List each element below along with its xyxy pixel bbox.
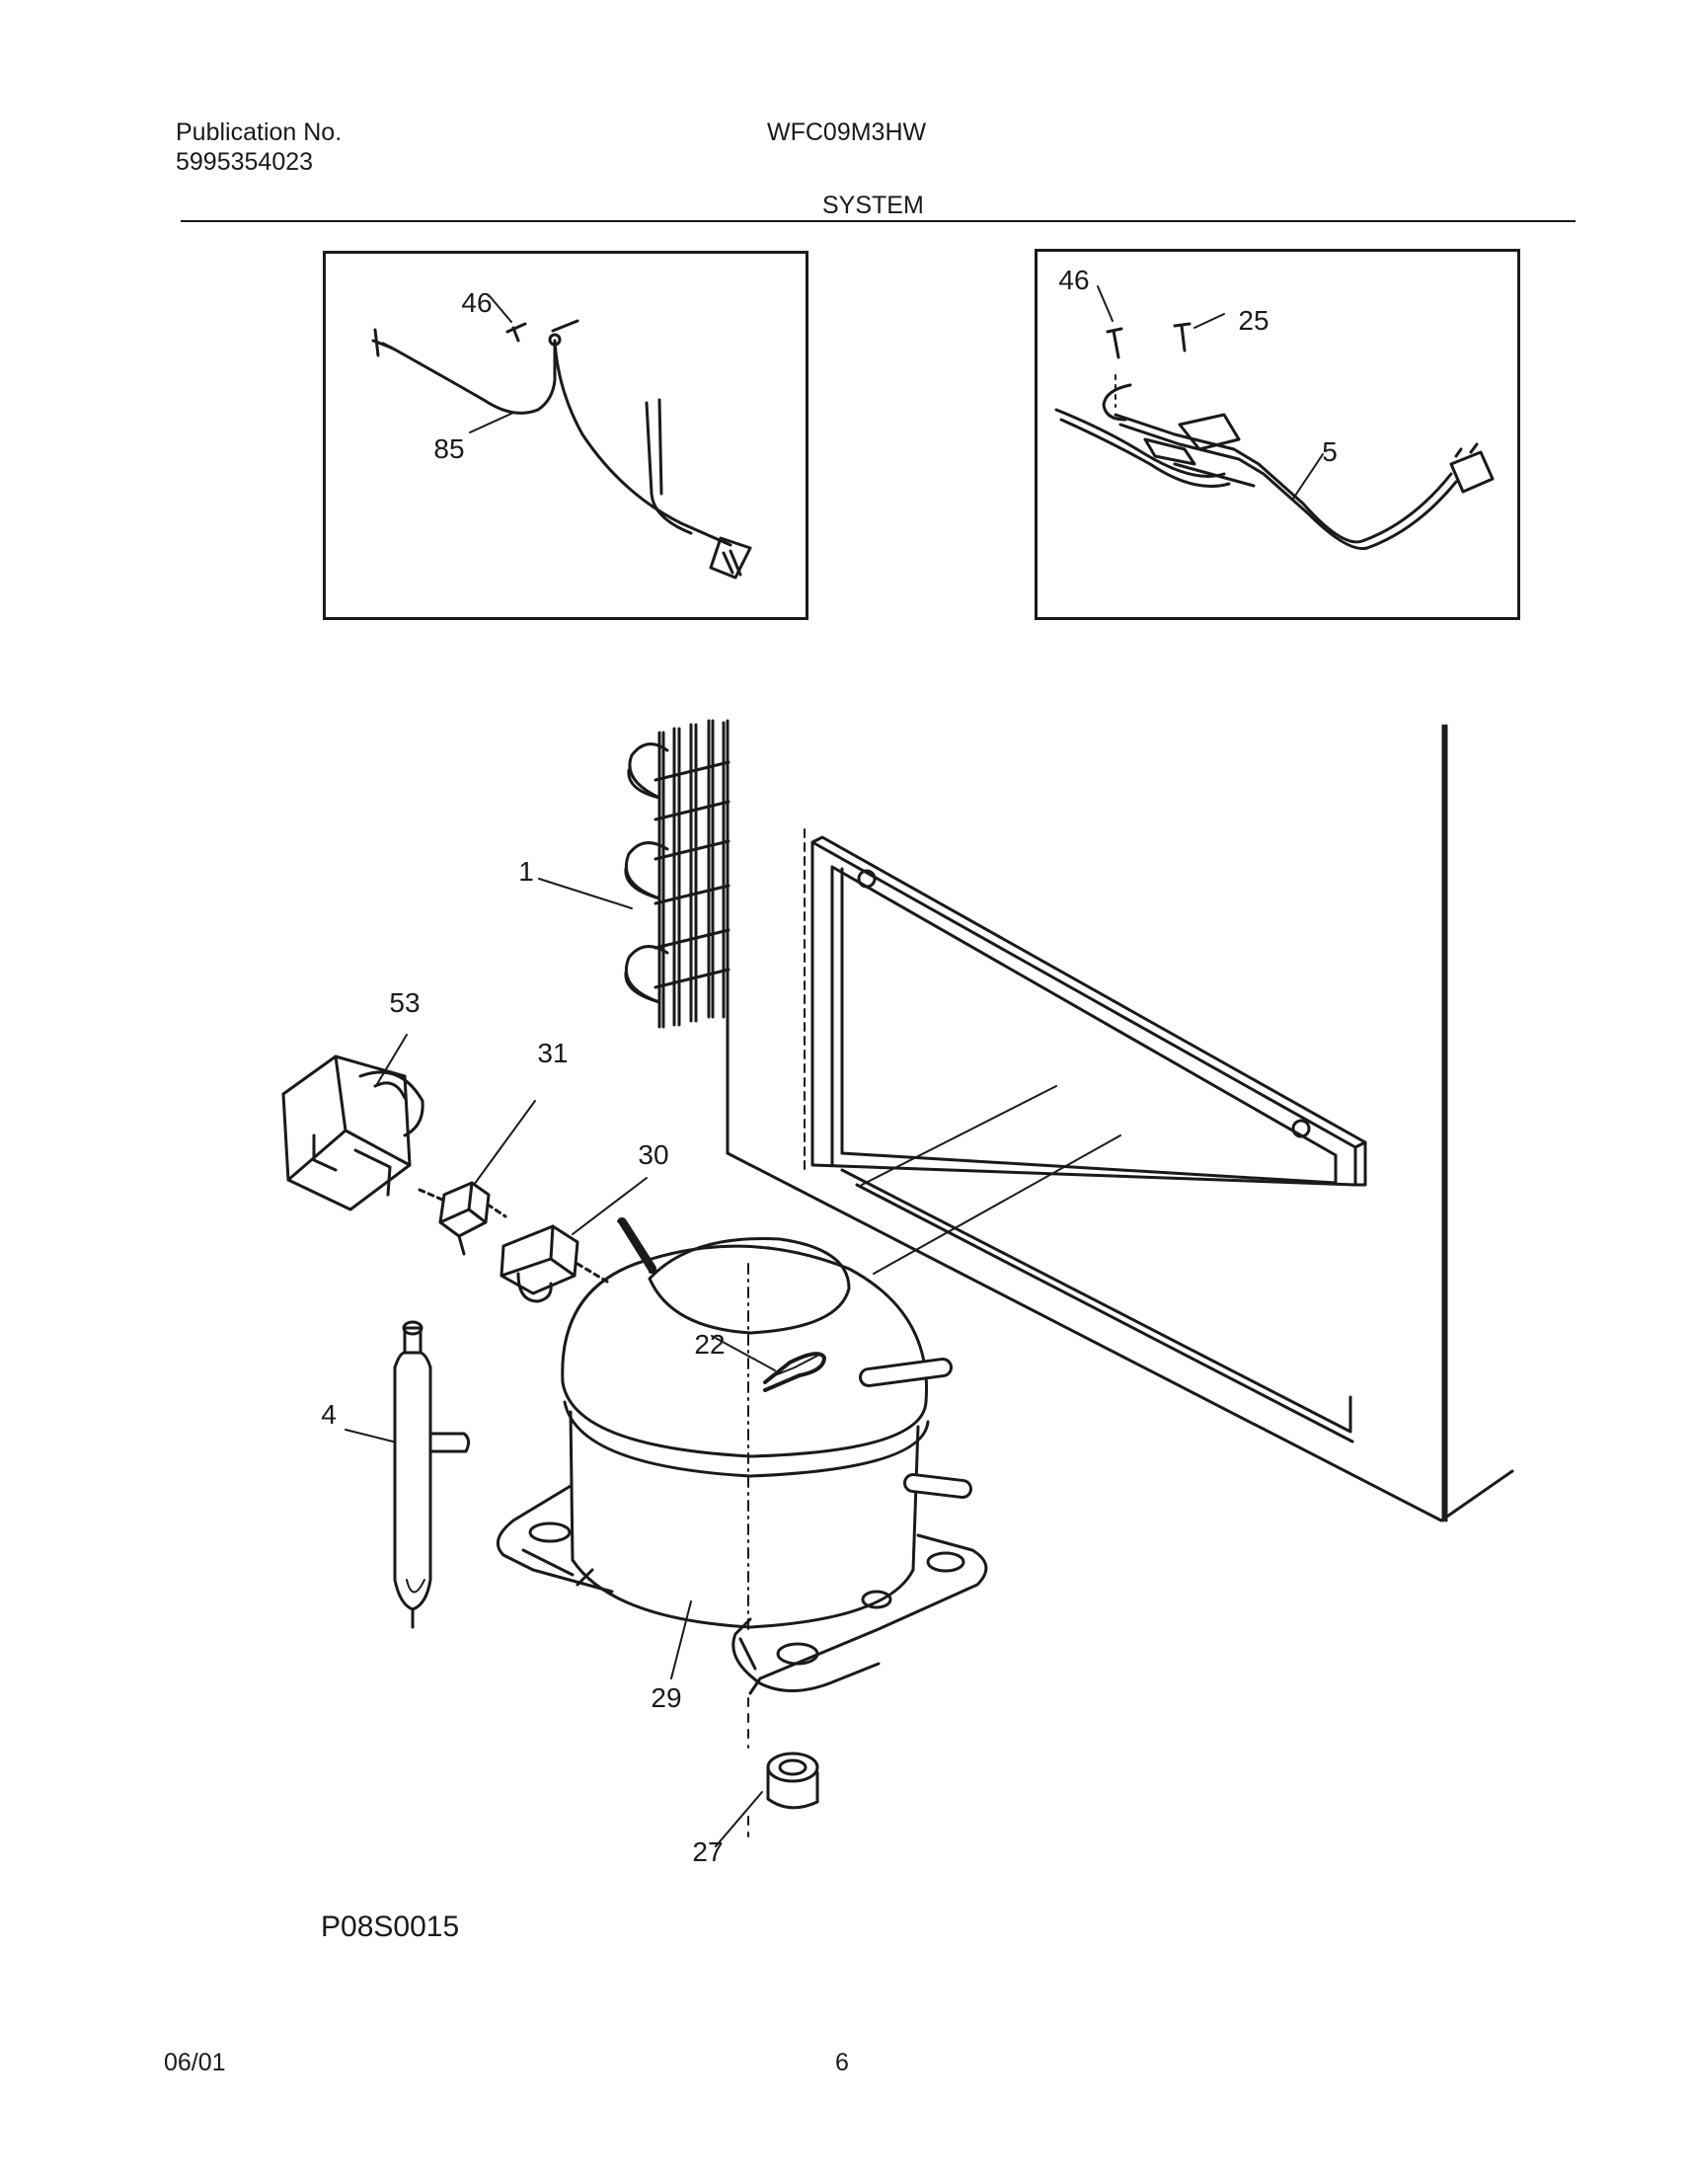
leader-5 xyxy=(1292,453,1324,500)
leader-53 xyxy=(376,1034,408,1085)
callout-4: 4 xyxy=(321,1399,337,1430)
header-divider xyxy=(181,220,1576,222)
callout-46-right: 46 xyxy=(1058,265,1090,295)
leader-30 xyxy=(572,1177,648,1235)
callout-22: 22 xyxy=(694,1329,726,1360)
leader-27 xyxy=(715,1791,763,1847)
leader-31 xyxy=(473,1100,536,1186)
leader-85 xyxy=(469,412,514,433)
callout-30: 30 xyxy=(638,1139,669,1170)
leader-1 xyxy=(538,878,633,909)
section-title: SYSTEM xyxy=(822,192,924,219)
footer-date: 06/01 xyxy=(164,2049,226,2076)
callout-27: 27 xyxy=(692,1836,724,1867)
relay-cover-53-drawing xyxy=(281,1054,424,1211)
inset-right-box xyxy=(1035,249,1520,620)
callout-46-left: 46 xyxy=(461,287,493,318)
callout-53: 53 xyxy=(389,987,421,1018)
callout-85: 85 xyxy=(433,433,465,464)
compressor-29-drawing xyxy=(496,1217,988,1695)
screw-25 xyxy=(1173,313,1225,352)
screw-46-left xyxy=(489,295,527,343)
cabinet-drawing xyxy=(726,719,1514,1522)
callout-5: 5 xyxy=(1322,436,1338,467)
leader-29 xyxy=(670,1600,692,1679)
relay-30-drawing xyxy=(500,1224,609,1303)
drier-4-drawing xyxy=(393,1320,471,1629)
drawing-code: P08S0015 xyxy=(321,1911,460,1943)
callout-31: 31 xyxy=(537,1038,569,1068)
publication-label: Publication No. xyxy=(176,118,343,146)
model-number: WFC09M3HW xyxy=(767,118,927,146)
grommet-27-drawing xyxy=(747,1697,819,1837)
callout-1: 1 xyxy=(518,856,534,887)
wire-harness-85-drawing xyxy=(371,319,752,580)
overload-31-drawing xyxy=(418,1181,507,1256)
wire-harness-5-drawing xyxy=(1054,383,1495,551)
screw-46-right xyxy=(1097,285,1123,408)
leader-22 xyxy=(711,1335,776,1371)
leader-4 xyxy=(345,1429,394,1443)
page-number: 6 xyxy=(835,2049,849,2076)
callout-29: 29 xyxy=(651,1682,682,1713)
condenser-1-drawing xyxy=(624,719,731,1029)
publication-number: 5995354023 xyxy=(176,148,314,176)
callout-25: 25 xyxy=(1238,305,1269,336)
